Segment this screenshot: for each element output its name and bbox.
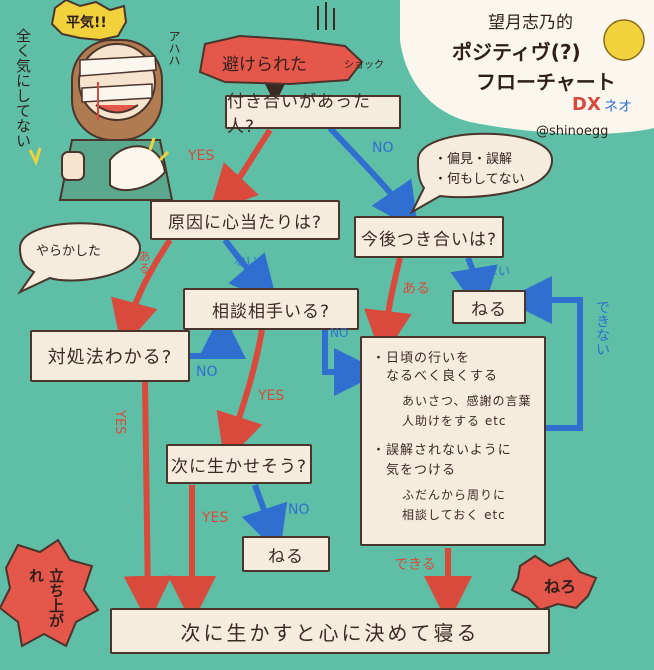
label-no-2: NO	[330, 326, 349, 340]
label-yes-2: YES	[258, 388, 285, 404]
advice-line-4: 気をつける	[386, 463, 457, 478]
label-aru-1: ある	[137, 250, 151, 274]
label-dekinai: できない	[594, 300, 610, 356]
label-yes-1: YES	[188, 148, 215, 164]
question-advisor: 相談相手いる?	[183, 288, 359, 330]
start-node: 避けられた	[222, 55, 307, 75]
sticker-stand-up: 立ち上がれ	[27, 568, 65, 628]
start-node-sub: ショック	[344, 60, 384, 71]
label-aru-2: ある	[402, 281, 430, 297]
shout-text: 平気!!	[66, 15, 107, 31]
question-had-relationship: 付き合いがあった人?	[225, 92, 401, 137]
label-nai-1: ない	[234, 254, 259, 268]
label-dekiru: できる	[394, 557, 436, 573]
bubble-right-line-2: ・何もしてない	[434, 172, 525, 187]
question-solution: 対処法わかる?	[30, 330, 190, 382]
advice-sub-2: 人助けをする etc	[402, 414, 507, 428]
sleep-box-2: ねる	[242, 536, 330, 572]
advice-box: ・日頃の行いを なるべく良くする あいさつ、感謝の言葉 人助けをする etc ・…	[360, 336, 546, 546]
advice-line-2: なるべく良くする	[386, 369, 499, 384]
advice-line-3: ・誤解されないように	[372, 443, 512, 458]
advice-sub-1: あいさつ、感謝の言葉	[402, 394, 532, 408]
question-future-relationship: 今後つき合いは?	[354, 216, 504, 258]
label-yes-3: YES	[112, 410, 127, 435]
label-no-4: NO	[288, 502, 310, 518]
bubble-right-line-1: ・偏見・誤解	[434, 152, 513, 167]
question-next-time: 次に生かせそう?	[166, 444, 312, 484]
author-handle: @shinoegg	[536, 124, 609, 139]
label-no-1: NO	[372, 140, 394, 156]
final-box: 次に生かすと心に決めて寝る	[110, 608, 550, 654]
sticker-sleep: ねろ	[543, 577, 576, 596]
advice-sub-4: 相談しておく etc	[402, 508, 506, 522]
character-side-text: 全く気にしてない	[14, 28, 32, 148]
laugh-text: アハハ	[167, 30, 181, 66]
advice-line-1: ・日頃の行いを	[372, 351, 471, 366]
label-nai-2: ない	[486, 264, 511, 278]
sleep-box-1: ねる	[452, 290, 526, 324]
title-author: 望月志乃的	[488, 13, 573, 33]
bubble-left-text: やらかした	[36, 244, 102, 259]
title-main: ポジティヴ(?)	[452, 40, 581, 64]
question-cause: 原因に心当たりは?	[150, 200, 340, 240]
advice-sub-3: ふだんから周りに	[402, 488, 507, 502]
label-no-3: NO	[196, 364, 218, 380]
title-flowchart: フローチャート	[476, 70, 616, 94]
title-neo: ネオ	[604, 99, 632, 115]
title-dx: DX	[572, 94, 601, 115]
label-yes-4: YES	[202, 510, 229, 526]
